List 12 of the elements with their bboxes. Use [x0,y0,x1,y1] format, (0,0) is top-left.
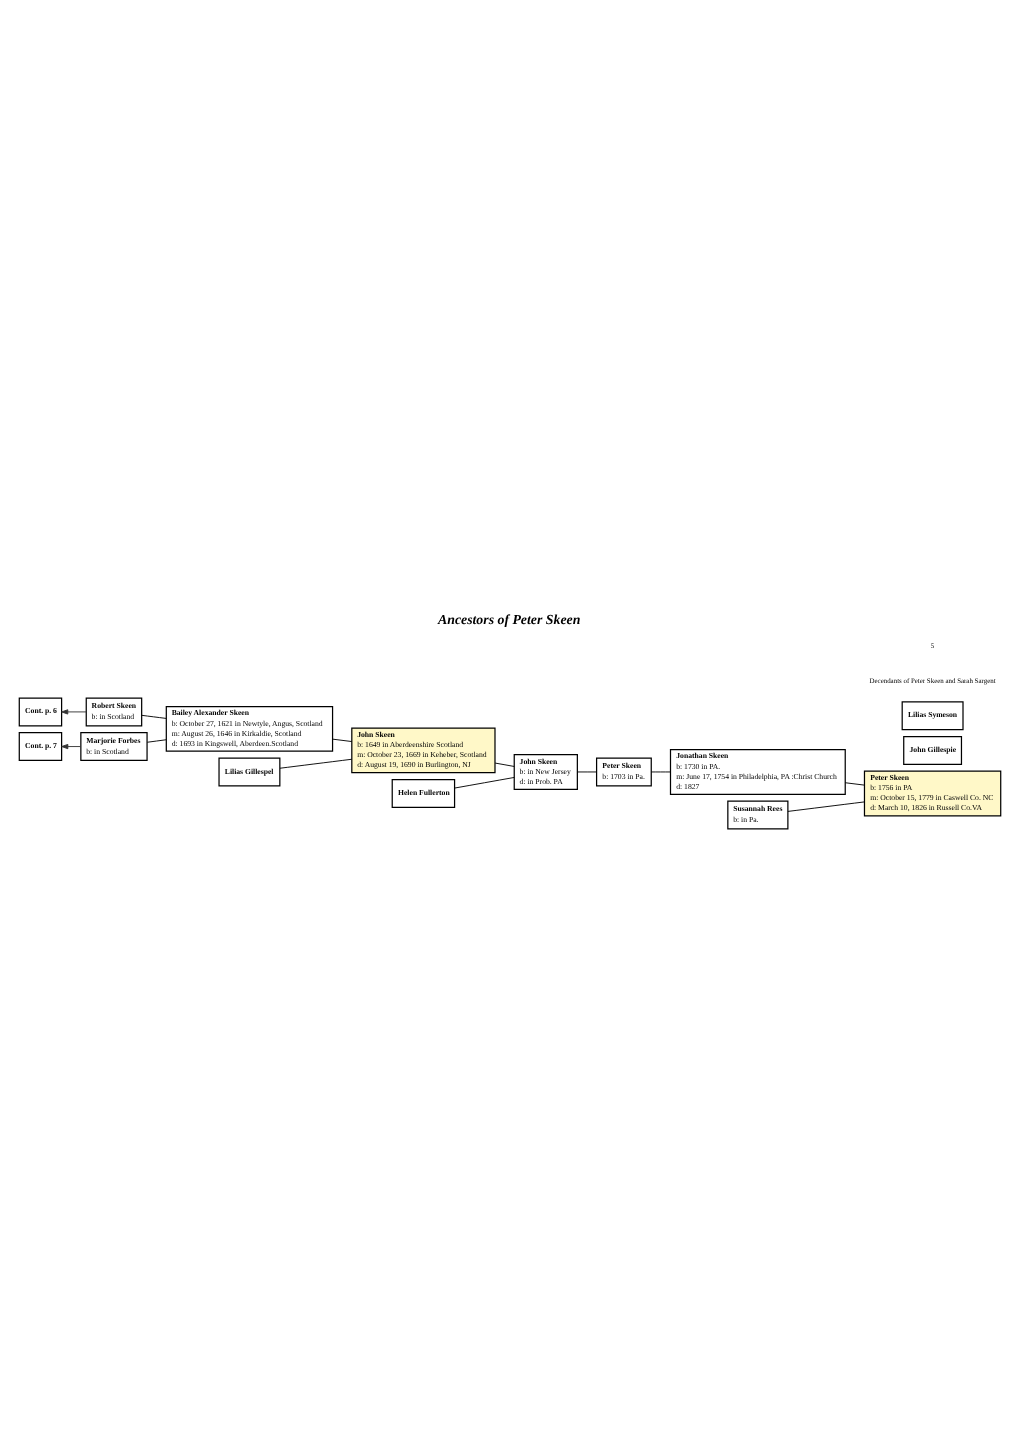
connector [454,777,515,789]
connector [141,714,167,719]
connector [844,782,865,786]
connector [332,738,353,742]
arrow [61,743,82,750]
connector [577,771,598,773]
connector [787,801,865,812]
connector [650,771,671,773]
connector [146,739,167,743]
connector [494,762,515,767]
connector [279,758,353,769]
arrow [61,709,87,715]
